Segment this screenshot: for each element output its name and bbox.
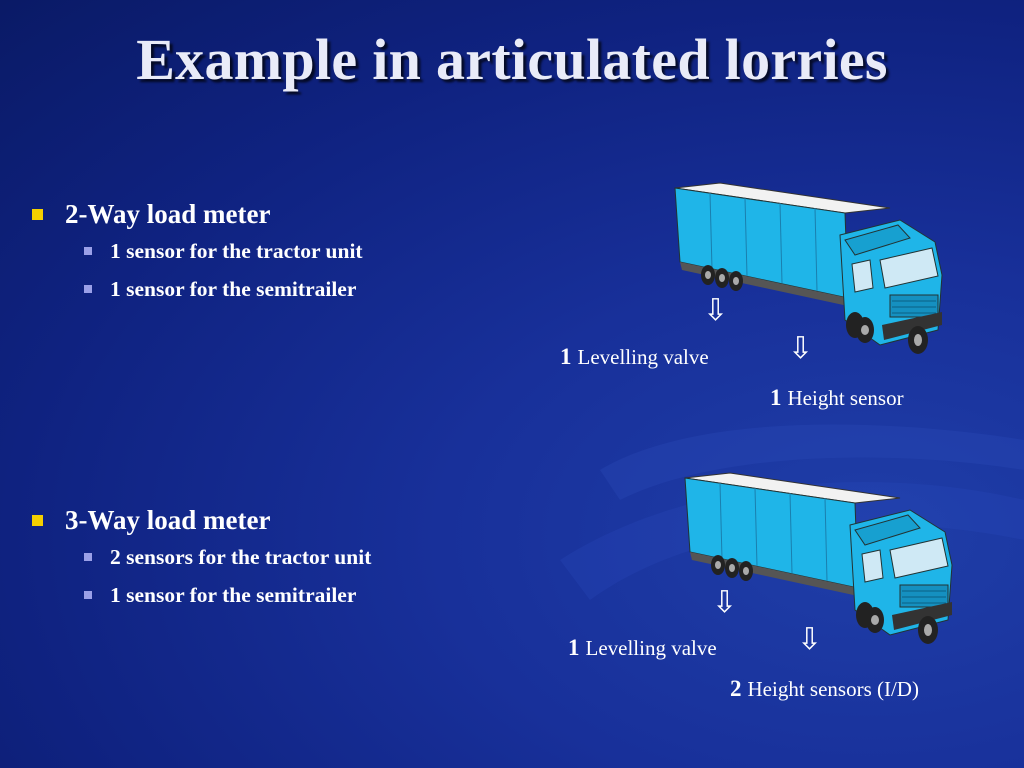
section-3-way: 3-Way load meter 2 sensors for the tract… — [32, 502, 371, 614]
heading-text: 2-Way load meter — [65, 198, 271, 229]
square-bullet-icon — [32, 208, 43, 220]
item-text: 1 sensor for the semitrailer — [110, 582, 357, 607]
square-bullet-icon — [32, 514, 43, 526]
caption-count: 1 — [568, 635, 580, 660]
bullet-heading: 3-Way load meter — [32, 502, 371, 538]
down-arrow-icon: ⇩ — [797, 622, 823, 657]
item-text: 2 sensors for the tractor unit — [110, 544, 372, 569]
caption-count: 1 — [770, 385, 782, 410]
heading-text: 3-Way load meter — [65, 504, 271, 535]
caption-label: Height sensors (I/D) — [747, 677, 919, 701]
square-bullet-icon — [84, 553, 92, 561]
down-arrow-icon: ⇩ — [703, 293, 729, 328]
caption-count: 1 — [560, 344, 572, 369]
square-bullet-icon — [84, 247, 92, 255]
bullet-heading: 2-Way load meter — [32, 196, 363, 232]
down-arrow-icon: ⇩ — [712, 585, 738, 620]
section-2-way: 2-Way load meter 1 sensor for the tracto… — [32, 196, 363, 308]
caption-label: Height sensor — [787, 386, 904, 410]
down-arrow-icon: ⇩ — [788, 331, 814, 366]
caption-count: 2 — [730, 676, 742, 701]
item-text: 1 sensor for the semitrailer — [110, 276, 357, 301]
caption-label: Levelling valve — [585, 636, 717, 660]
square-bullet-icon — [84, 591, 92, 599]
bullet-item: 1 sensor for the semitrailer — [84, 576, 371, 614]
square-bullet-icon — [84, 285, 92, 293]
item-text: 1 sensor for the tractor unit — [110, 238, 363, 263]
bullet-item: 1 sensor for the semitrailer — [84, 270, 363, 308]
articulated-lorry-illustration — [684, 472, 953, 644]
caption-label: Levelling valve — [577, 345, 709, 369]
slide-title: Example in articulated lorries — [136, 27, 888, 92]
articulated-lorry-illustration — [674, 182, 943, 354]
bullet-item: 2 sensors for the tractor unit — [84, 538, 371, 576]
bullet-item: 1 sensor for the tractor unit — [84, 232, 363, 270]
